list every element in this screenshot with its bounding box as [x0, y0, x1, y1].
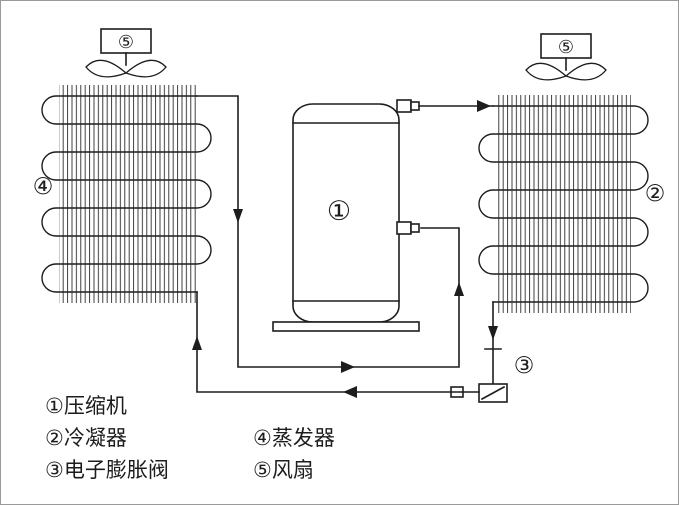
- legend-item-fan: ⑤风扇: [253, 458, 314, 482]
- arrow-up-to-evaporator-icon: [192, 336, 202, 350]
- fan-right-propeller-icon: [525, 62, 607, 81]
- condenser-fins: [497, 95, 631, 313]
- expansion-valve-needle: [480, 385, 506, 401]
- arrow-down-evaporator-outlet-icon: [233, 209, 243, 223]
- fan-left-propeller-icon: [85, 59, 167, 78]
- arrow-left-liquid-line-icon: [343, 386, 357, 398]
- suction-fitting-cap: [410, 223, 420, 233]
- expansion-valve-label: ③: [514, 353, 535, 379]
- line-art: [41, 28, 649, 403]
- evaporator-coil: [41, 95, 212, 293]
- evaporator-fins: [59, 85, 197, 303]
- flow-arrows: [192, 100, 498, 398]
- labels: ① ④ ② ③ ⑤ ⑤ ①压缩机 ②冷凝器 ③电子膨胀阀 ④蒸发器 ⑤风扇: [33, 32, 666, 482]
- arrow-right-to-condenser-icon: [477, 100, 491, 112]
- legend-item-expansion-valve: ③电子膨胀阀: [45, 458, 169, 482]
- fan-left-label: ⑤: [118, 32, 134, 53]
- compressor-base-plate: [272, 321, 420, 332]
- arrow-down-to-valve-icon: [488, 326, 498, 340]
- arrow-up-to-compressor-icon: [454, 282, 464, 296]
- legend-item-evaporator: ④蒸发器: [253, 426, 335, 450]
- evaporator-label: ④: [33, 174, 54, 200]
- fan-right-label: ⑤: [558, 37, 574, 58]
- fan-right-box: [540, 33, 592, 59]
- discharge-fitting-cap: [410, 101, 420, 111]
- legend-item-condenser: ②冷凝器: [45, 426, 127, 450]
- suction-fitting: [396, 221, 412, 235]
- condenser-coil: [478, 105, 649, 303]
- condenser-label: ②: [645, 181, 666, 207]
- compressor-label: ①: [327, 196, 351, 227]
- legend-item-compressor: ①压缩机: [45, 394, 127, 418]
- liquid-pipe: [196, 291, 480, 393]
- tank-seam-lines: [292, 122, 400, 302]
- discharge-fitting: [396, 99, 412, 113]
- arrow-right-suction-line-icon: [341, 361, 355, 373]
